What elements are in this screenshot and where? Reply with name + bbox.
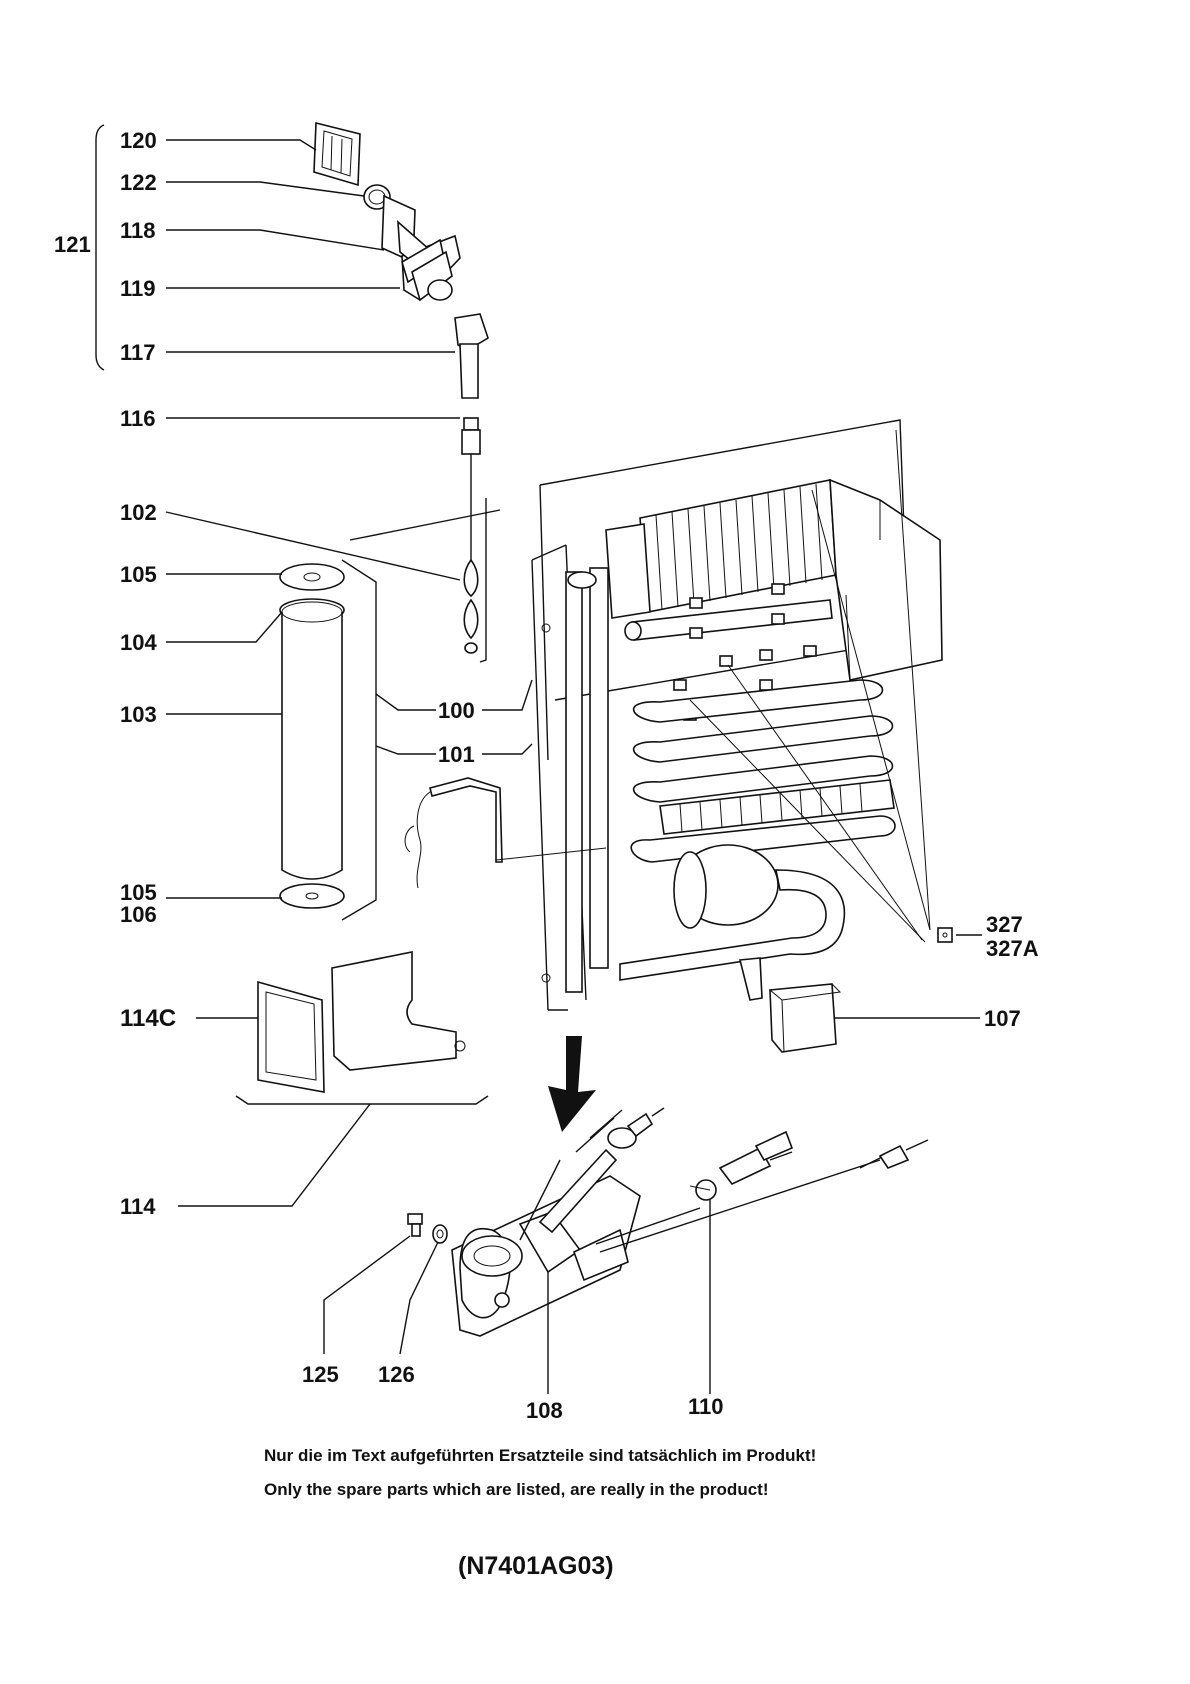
bracket-100-101	[341, 509, 501, 921]
heater-wire-101	[404, 777, 503, 889]
label-105-bottom: 105	[120, 880, 157, 905]
label-101: 101	[438, 742, 475, 767]
label-114c: 114C	[120, 1005, 176, 1032]
label-117: 117	[120, 340, 156, 365]
drip-tray-107	[768, 983, 842, 1053]
screw-125	[407, 1213, 423, 1237]
label-103: 103	[120, 702, 157, 727]
label-100: 100	[438, 698, 475, 723]
washer-126	[432, 1224, 448, 1244]
label-114: 114	[120, 1194, 156, 1219]
label-107: 107	[984, 1006, 1021, 1031]
label-119: 119	[120, 276, 156, 301]
leader-lines	[165, 139, 982, 1394]
burner-assembly-108	[451, 1107, 929, 1337]
cover-114	[235, 951, 489, 1105]
flue-baffle-102	[463, 498, 487, 663]
cap-105-top	[279, 563, 345, 591]
label-125: 125	[302, 1362, 339, 1387]
down-arrow	[548, 1036, 596, 1132]
label-122: 122	[120, 170, 157, 195]
cylinder-103	[281, 601, 343, 880]
drawing-code: (N7401AG03)	[458, 1552, 614, 1580]
label-110: 110	[688, 1394, 724, 1419]
label-104: 104	[120, 630, 157, 655]
label-120: 120	[120, 128, 157, 153]
cooling-unit	[495, 419, 953, 1011]
label-108: 108	[526, 1398, 563, 1423]
bracket-121	[95, 124, 105, 371]
cap-105-106-bottom	[279, 883, 345, 909]
pipe-insert-116	[461, 417, 481, 560]
label-118: 118	[120, 218, 156, 243]
label-105-top: 105	[120, 562, 157, 587]
label-327: 327	[986, 912, 1023, 937]
flue-connector-117	[454, 313, 489, 399]
note-english: Only the spare parts which are listed, a…	[264, 1480, 769, 1499]
label-126: 126	[378, 1362, 415, 1387]
flue-tube-118-119	[381, 194, 461, 302]
note-german: Nur die im Text aufgeführten Ersatzteile…	[264, 1446, 817, 1465]
vent-grille-120	[313, 121, 361, 187]
label-327a: 327A	[986, 936, 1039, 961]
label-102: 102	[120, 500, 157, 525]
label-116: 116	[120, 406, 156, 431]
label-121: 121	[54, 232, 91, 257]
label-106: 106	[120, 902, 157, 927]
